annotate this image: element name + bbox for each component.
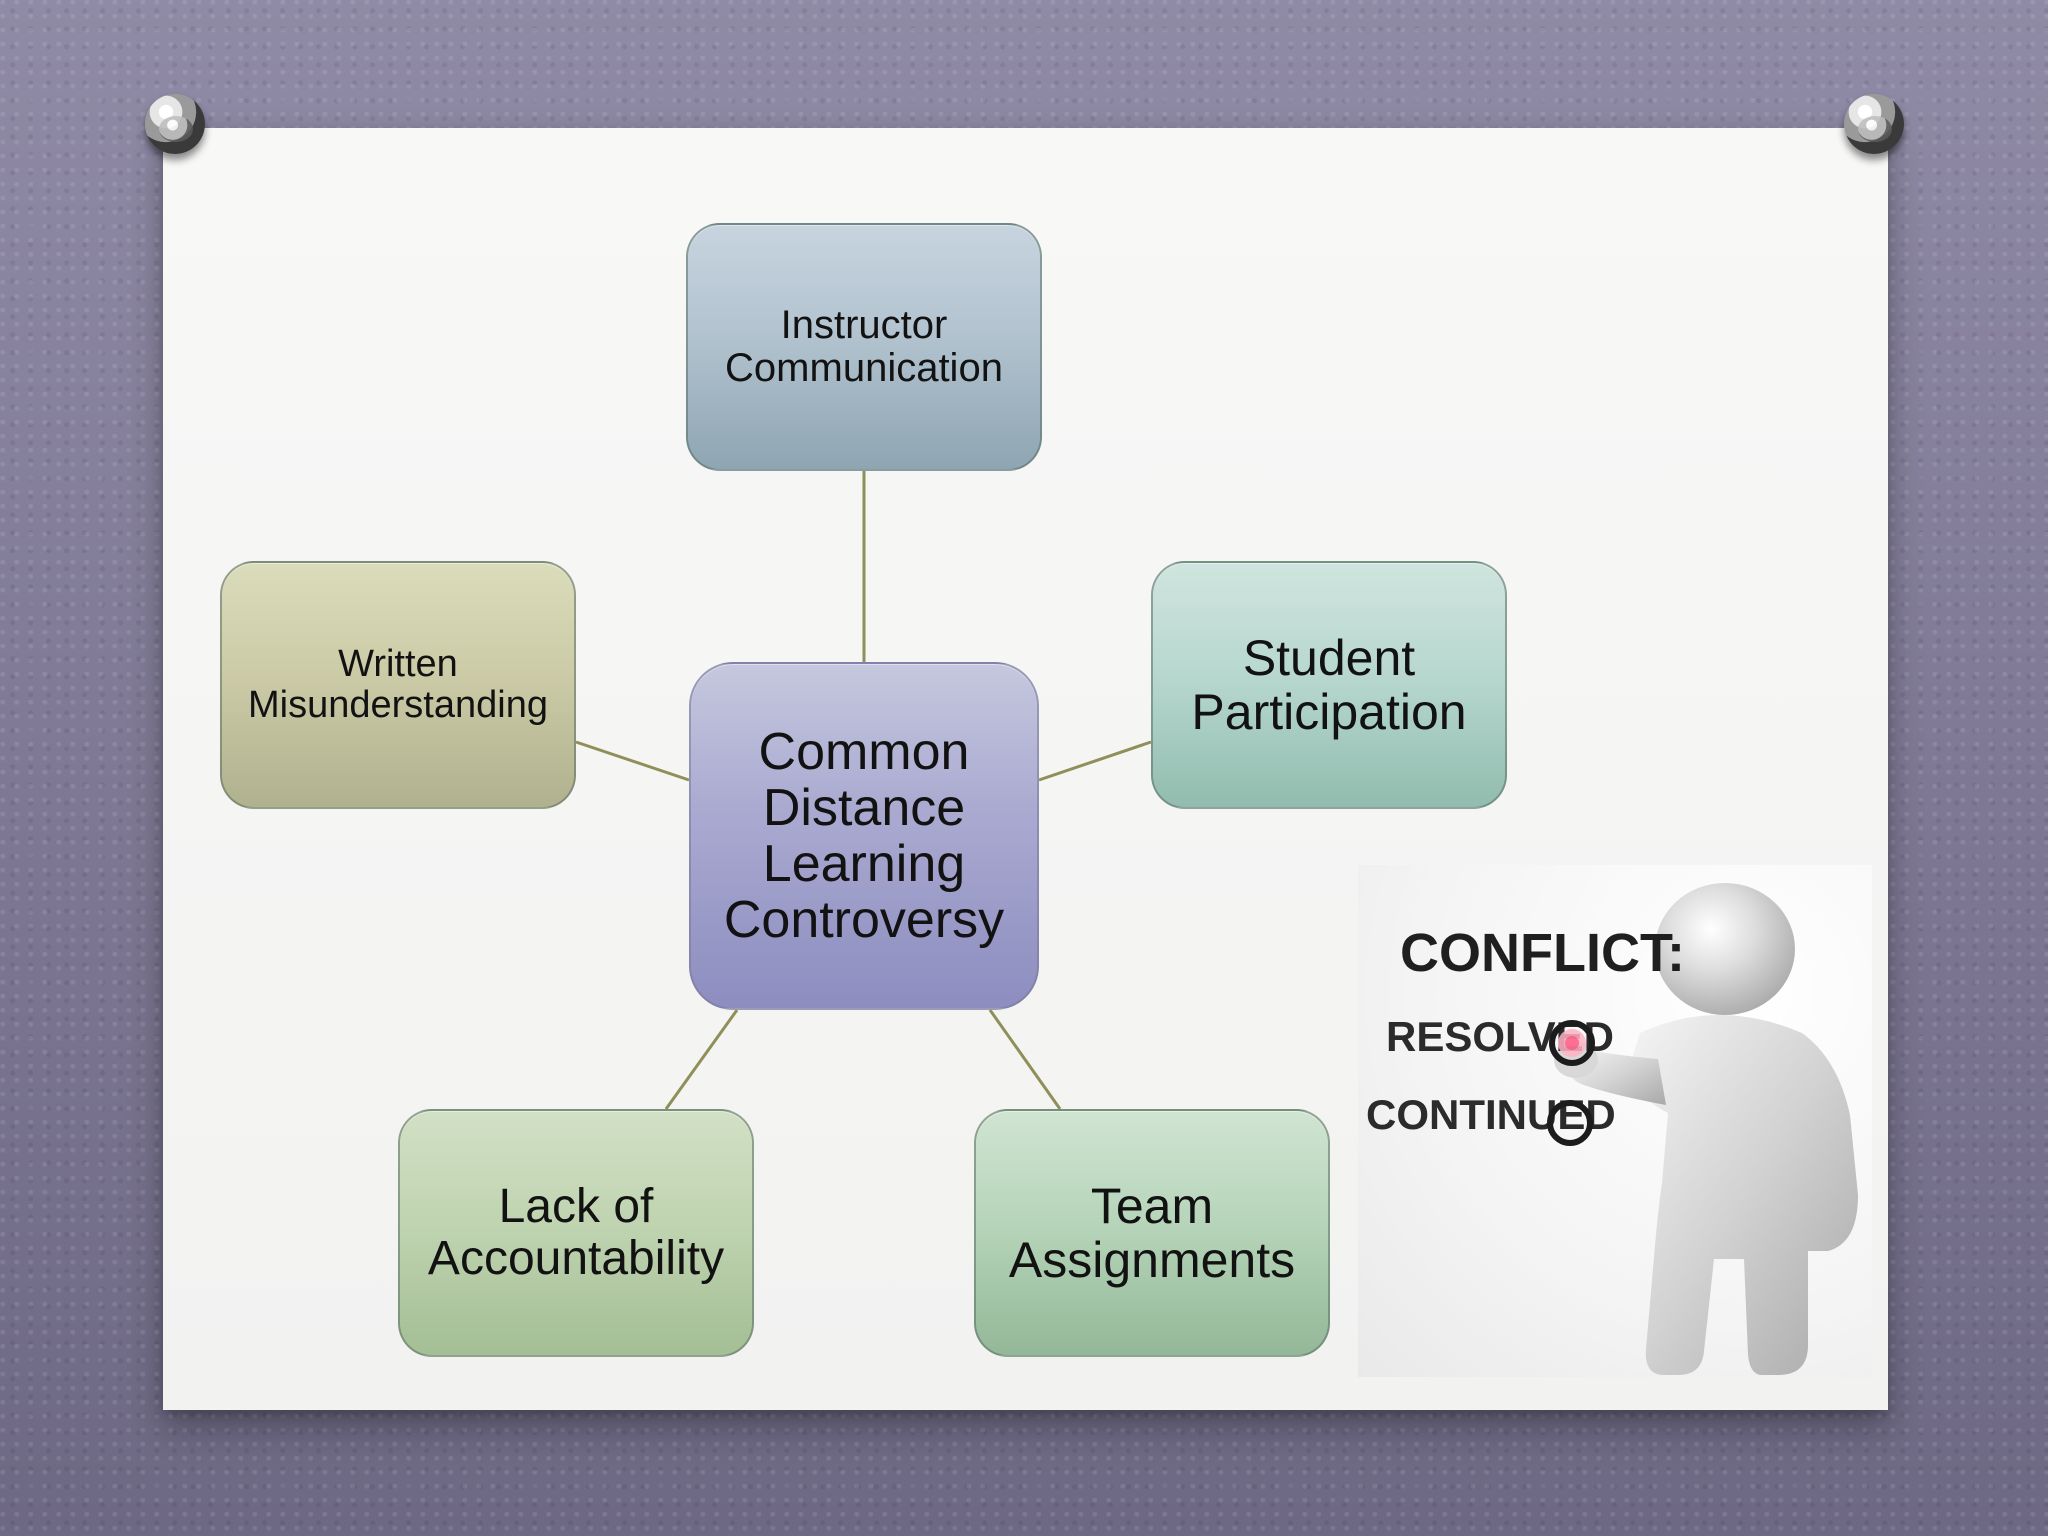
node-team-assignments: Team Assignments [974, 1109, 1330, 1357]
thumbtack-icon [145, 94, 205, 154]
node-written-misunderstanding-label: Written Misunderstanding [248, 642, 548, 726]
node-student-participation: Student Participation [1151, 561, 1507, 809]
resolved-checkbox-icon [1549, 1020, 1595, 1066]
continued-checkbox-icon [1547, 1100, 1593, 1146]
node-instructor-communication: Instructor Communication [686, 223, 1042, 471]
node-instructor-communication-label: Instructor Communication [725, 302, 1003, 390]
thumbtack-icon [1844, 94, 1904, 154]
node-team-assignments-label: Team Assignments [1008, 1178, 1296, 1288]
continued-option-label: CONTINUED [1366, 1091, 1616, 1138]
node-central-topic: Common Distance Learning Controversy [689, 662, 1039, 1010]
node-written-misunderstanding: Written Misunderstanding [220, 561, 576, 809]
conflict-resolution-illustration: CONFLICT: RESOLVED CONTINUED [1358, 865, 1872, 1377]
node-lack-of-accountability: Lack of Accountability [398, 1109, 754, 1357]
node-lack-of-accountability-label: Lack of Accountability [427, 1180, 725, 1285]
conflict-heading: CONFLICT: [1400, 923, 1685, 983]
node-central-topic-label: Common Distance Learning Controversy [723, 722, 1005, 950]
stick-figure-with-checkbox-icon: CONFLICT: RESOLVED CONTINUED [1366, 883, 1858, 1375]
node-student-participation-label: Student Participation [1191, 630, 1467, 740]
